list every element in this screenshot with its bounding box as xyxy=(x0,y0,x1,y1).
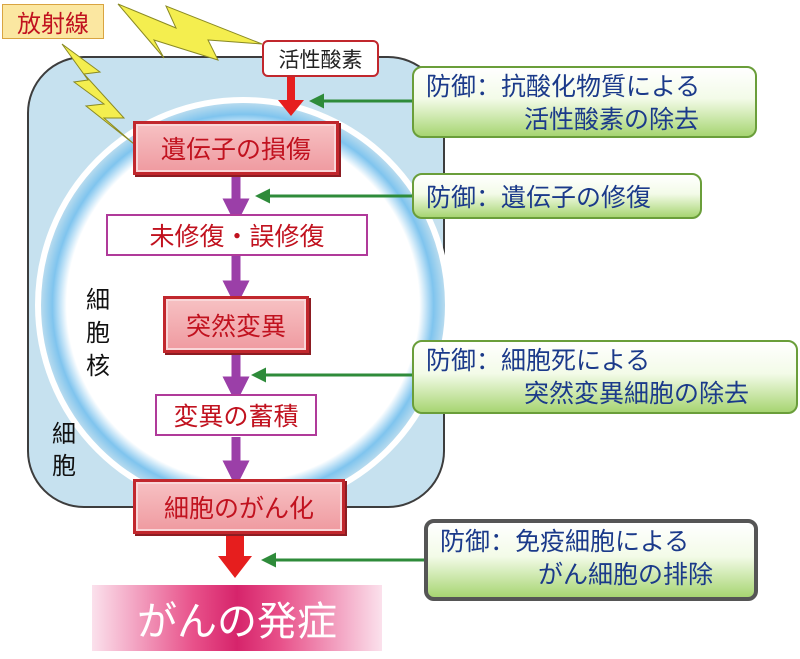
defense-immune: 防御：免疫細胞による がん細胞の排除 xyxy=(424,519,758,601)
cell-label: 細 胞 xyxy=(52,420,76,480)
defense-gene-repair: 防御：遺伝子の修復 xyxy=(412,173,702,219)
ros-label: 活性酸素 xyxy=(262,40,379,77)
outcome-arrow-head xyxy=(218,556,252,578)
nucleus-label: 細 胞 核 xyxy=(86,286,110,380)
radiation-label: 放射線 xyxy=(2,4,104,39)
outcome-arrow-shaft xyxy=(226,534,244,556)
step-unrepaired-misrepaired: 未修復・誤修復 xyxy=(106,214,368,256)
step-cell-canceration: 細胞のがん化 xyxy=(133,479,345,534)
defense-apoptosis: 防御：細胞死による 突然変異細胞の除去 xyxy=(412,340,798,414)
defense-immune-line1: 防御：免疫細胞による xyxy=(440,527,690,556)
defense-antioxidant-line1: 防御：抗酸化物質による xyxy=(426,72,701,101)
defense-antioxidant-line2: 活性酸素の除去 xyxy=(524,105,700,134)
outcome-cancer-onset: がんの発症 xyxy=(92,585,382,651)
step-mutation-accumulation: 変異の蓄積 xyxy=(155,394,317,436)
ros-arrow-head xyxy=(278,100,304,116)
step-gene-damage: 遺伝子の損傷 xyxy=(133,121,339,175)
defense-immune-line2: がん細胞の排除 xyxy=(538,560,714,589)
ros-arrow-shaft xyxy=(287,77,295,101)
defense-antioxidant: 防御：抗酸化物質による 活性酸素の除去 xyxy=(412,66,757,138)
defense-gene-repair-line1: 防御：遺伝子の修復 xyxy=(426,182,652,212)
lightning-bolt-top xyxy=(117,3,263,61)
defense-apoptosis-line1: 防御：細胞死による xyxy=(426,346,651,375)
step-mutation: 突然変異 xyxy=(163,296,309,353)
defense-apoptosis-line2: 突然変異細胞の除去 xyxy=(524,379,750,408)
